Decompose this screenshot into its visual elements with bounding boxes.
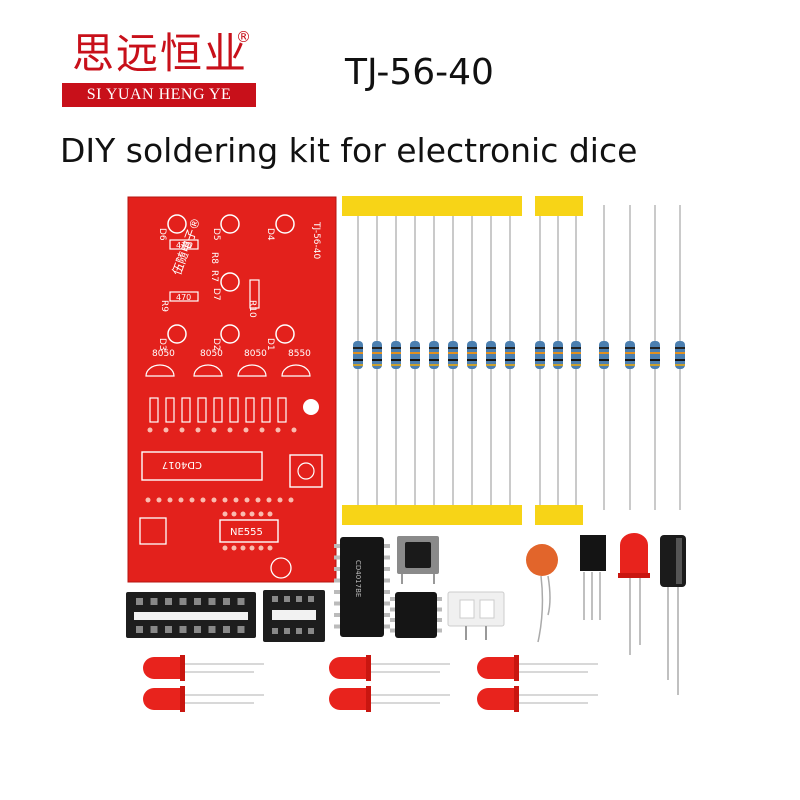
pcb-resistor-value: 470	[176, 293, 191, 302]
two-pin-connector	[447, 591, 505, 640]
led-red	[329, 688, 368, 710]
svg-text:D3: D3	[157, 338, 167, 351]
transistor-label: 8050	[200, 349, 223, 359]
led-red	[143, 657, 182, 679]
svg-text:R8: R8	[209, 252, 219, 264]
svg-text:R10: R10	[247, 300, 257, 318]
registered-trademark-mark: ®	[236, 28, 251, 46]
resistor-tape	[342, 196, 685, 525]
pcb-board: TJ-56-40 伍随电子® D6 D5 D4 D7 D3 D2 D1 R8 R…	[127, 196, 337, 583]
ceramic-capacitor	[526, 544, 558, 643]
svg-text:D7: D7	[211, 288, 221, 301]
svg-text:D2: D2	[211, 338, 221, 351]
ne555-ic-chip	[390, 592, 442, 638]
brand-logo-english: SI YUAN HENG YE	[62, 83, 256, 107]
transistor-label: 8550	[288, 349, 311, 359]
tact-switch	[397, 536, 439, 584]
led-red	[329, 657, 368, 679]
transistor-label: 8050	[152, 349, 175, 359]
led-red-single	[618, 533, 650, 655]
ic-socket-8-pin	[263, 590, 325, 642]
ic-label-ne555: NE555	[230, 527, 263, 538]
led-red	[143, 688, 182, 710]
svg-text:CD4017BE: CD4017BE	[354, 560, 362, 597]
svg-text:R7: R7	[209, 270, 219, 282]
brand-logo-chinese: 思远恒业	[72, 29, 249, 78]
led-red	[477, 657, 516, 679]
svg-text:D6: D6	[157, 228, 167, 241]
led-red	[477, 688, 516, 710]
svg-text:D4: D4	[265, 228, 275, 241]
product-headline: DIY soldering kit for electronic dice	[60, 131, 638, 170]
transistor-to92	[580, 535, 606, 620]
pcb-resistor-value: 470	[176, 241, 191, 250]
transistor-label: 8050	[244, 349, 267, 359]
svg-text:D1: D1	[265, 338, 275, 351]
pcb-model-label: TJ-56-40	[311, 221, 321, 260]
ic-socket-16-pin	[126, 592, 256, 638]
electrolytic-capacitor	[660, 535, 686, 695]
ic-label-cd4017: CD4017	[162, 459, 202, 470]
led-red-group	[143, 655, 598, 712]
svg-text:R9: R9	[159, 300, 169, 312]
svg-text:D5: D5	[211, 228, 221, 241]
cd4017-ic-chip: CD4017BE	[334, 537, 390, 637]
product-model-title: TJ-56-40	[345, 52, 494, 93]
